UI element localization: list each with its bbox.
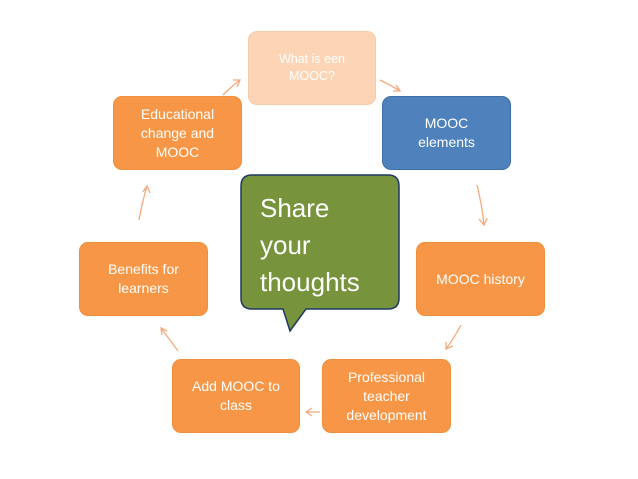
callout-text: Share your thoughts — [260, 193, 360, 297]
node-professional-teacher-development: Professional teacher development — [322, 359, 451, 433]
node-mooc-elements: MOOC elements — [382, 96, 511, 170]
node-add-mooc-to-class: Add MOOC to class — [172, 359, 300, 433]
speech-bubble-shape — [240, 174, 400, 333]
node-educational-change: Educational change and MOOC — [113, 96, 242, 170]
arrow-benefits-to-educational — [138, 184, 151, 221]
arrow-history-to-professional — [445, 324, 462, 350]
node-what-is-mooc: What is een MOOC? — [248, 31, 376, 105]
arrow-professional-to-add — [304, 407, 320, 417]
node-mooc-history: MOOC history — [416, 242, 545, 316]
arrow-add-to-benefits — [160, 326, 179, 352]
node-benefits-for-learners: Benefits for learners — [79, 242, 208, 316]
arrow-elements-to-history — [476, 184, 488, 227]
arrow-educational-to-what — [222, 79, 241, 96]
arrow-what-to-elements — [379, 79, 402, 92]
